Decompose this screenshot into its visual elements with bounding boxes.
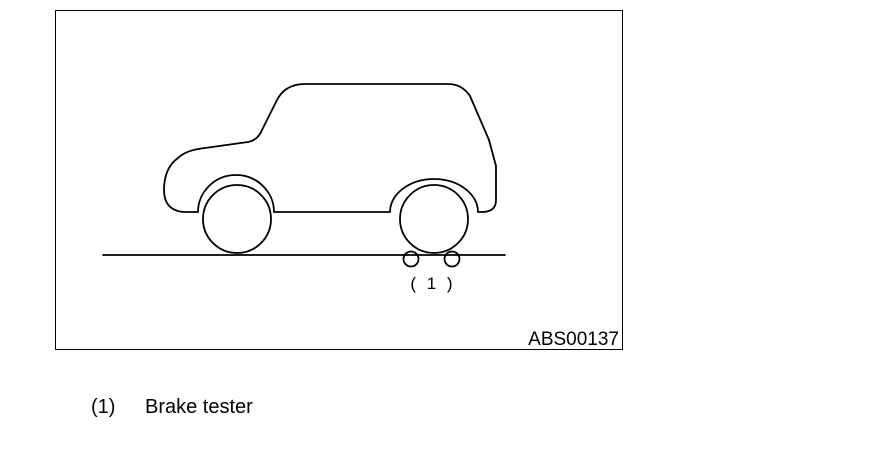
figure-code: ABS00137 [528, 329, 619, 350]
rear-wheel [202, 184, 272, 254]
legend-item-number: (1) [91, 396, 116, 418]
brake-tester-roller-right [443, 250, 461, 268]
legend-item-text: Brake tester [145, 396, 253, 418]
legend-item: (1) Brake tester [91, 396, 253, 419]
rear-wheel-arch [197, 174, 275, 213]
callout-label-1: ( 1 ) [410, 274, 456, 293]
brake-tester-roller-left [402, 250, 420, 268]
figure-frame [55, 10, 623, 350]
front-wheel [399, 184, 469, 254]
car-body [163, 83, 497, 213]
front-wheel-arch [389, 178, 479, 213]
